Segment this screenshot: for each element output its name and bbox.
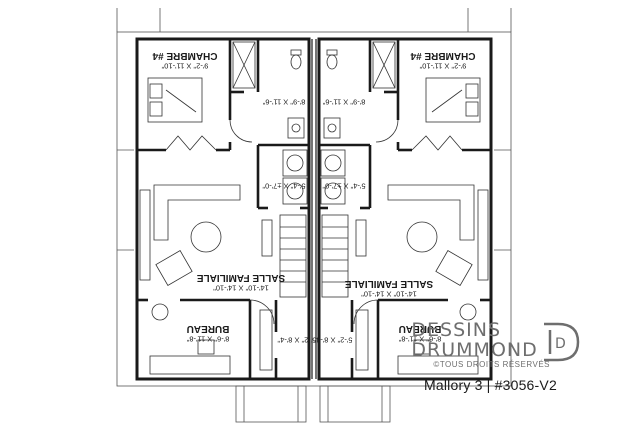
left-fixtures <box>139 41 308 375</box>
brand-rights: ©TOUS DROITS RÉSERVÉS <box>433 360 550 369</box>
left-dims-laundry: 5'-4" X ±7'-0" <box>262 181 306 191</box>
brand-logo-letter: D <box>555 336 566 352</box>
right-dims-storage: 5'-2" X 8'-4" <box>313 335 353 345</box>
right-room-dims-chambre: 9'-2" X 11'-10" <box>419 61 467 71</box>
left-room-name-bureau: BUREAU <box>186 323 230 334</box>
brand-line2: DRUMMOND <box>411 339 538 361</box>
right-dims-bathroom: 8'-9" X 11'-6" <box>322 97 366 107</box>
brand-logo-icon: D <box>544 322 580 362</box>
left-room-dims-bureau: 8'-6" X 11'-8" <box>186 334 230 344</box>
left-dims-bathroom: 8'-9" X 11'-6" <box>262 97 306 107</box>
right-room-name-chambre: CHAMBRE #4 <box>410 50 476 61</box>
left-room-name-salle: SALLE FAMILIALE <box>196 272 286 283</box>
site-outline <box>116 8 512 423</box>
left-room-name-chambre: CHAMBRE #4 <box>152 50 218 61</box>
left-interior-walls <box>137 39 309 379</box>
right-fixtures <box>320 41 489 375</box>
left-room-dims-salle: 14'-10" X 14'-10" <box>213 283 269 293</box>
right-interior-walls <box>319 39 491 379</box>
party-wall <box>311 39 317 379</box>
right-room-dims-salle: 14'-10" X 14'-10" <box>361 289 417 299</box>
plan-caption: Mallory 3 | #3056-V2 <box>424 377 557 393</box>
left-room-dims-chambre: 9'-2" X 11'-10" <box>161 61 209 71</box>
right-dims-laundry: 5'-4" X ±7'-0" <box>322 181 366 191</box>
left-dims-storage: 5'-2" X 8'-4" <box>277 335 317 345</box>
right-room-name-salle: SALLE FAMILIALE <box>344 278 434 289</box>
brand-watermark: DESSINS DRUMMOND ©TOUS DROITS RÉSERVÉS <box>411 320 550 369</box>
brand-line1: DESSINS <box>411 319 502 341</box>
